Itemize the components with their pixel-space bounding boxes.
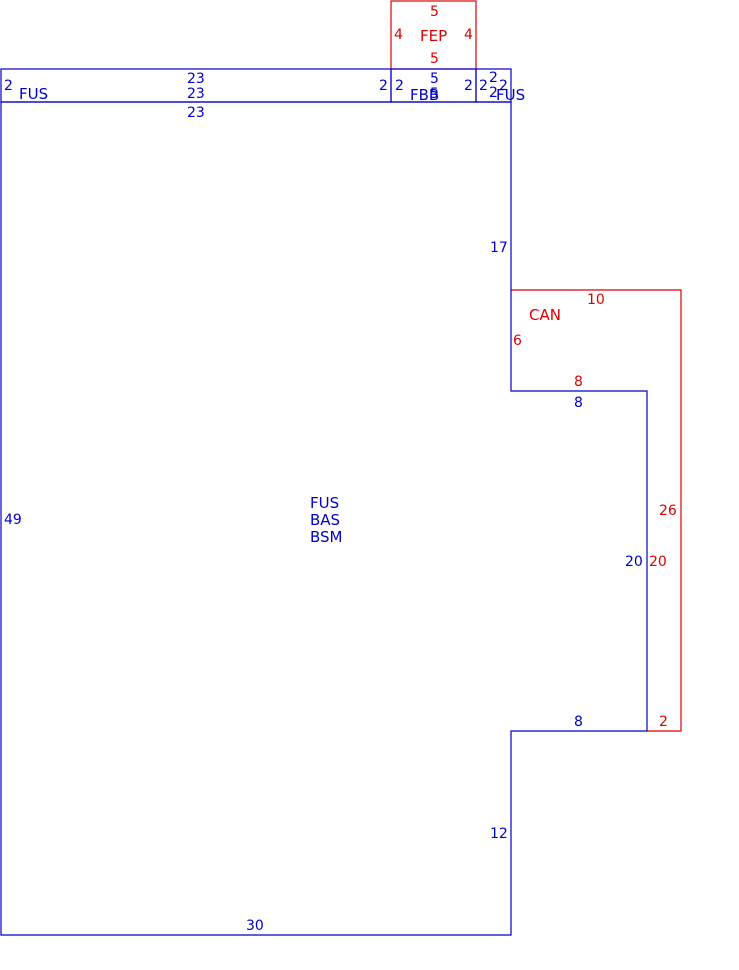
main-dim-left: 49 xyxy=(4,512,22,528)
left-strip-labels: FUS 23 23 2 2 xyxy=(4,71,388,103)
fep-code-label: FEP xyxy=(420,27,447,45)
main-area-outline xyxy=(0,101,648,936)
left-strip-code-label: FUS xyxy=(19,85,48,103)
can-dim-bottom: 2 xyxy=(659,714,668,730)
can-dim-inner-side: 20 xyxy=(649,554,667,570)
can-labels: CAN 10 6 8 20 26 2 xyxy=(513,292,677,730)
center-strip-dim-right: 2 xyxy=(464,78,473,94)
main-area-code-1: FUS xyxy=(310,494,339,512)
right-strip-dim-right: 2 xyxy=(499,78,508,94)
fep-dim-left: 4 xyxy=(394,27,403,43)
can-dim-inner-top: 8 xyxy=(574,374,583,390)
right-strip-code-label: FUS xyxy=(496,86,525,104)
right-strip-dim-left: 2 xyxy=(479,78,488,94)
fep-dim-right: 4 xyxy=(464,27,473,43)
right-strip-labels: FUS 2 2 2 2 xyxy=(479,70,525,104)
center-strip-dim-top: 5 xyxy=(430,71,439,87)
center-strip-dim-left: 2 xyxy=(395,78,404,94)
left-strip-dim-left: 2 xyxy=(4,78,13,94)
fep-dim-bottom: 5 xyxy=(430,51,439,67)
can-dim-top: 10 xyxy=(587,292,605,308)
main-dim-bottom: 30 xyxy=(246,918,264,934)
main-dim-right-lower: 12 xyxy=(490,826,508,842)
main-dim-right-upper: 17 xyxy=(490,240,508,256)
main-area-code-3: BSM xyxy=(310,528,343,546)
main-dim-notch-side: 20 xyxy=(625,554,643,570)
fep-labels: FEP 5 5 4 4 xyxy=(394,4,473,67)
main-dim-notch-bottom: 8 xyxy=(574,714,583,730)
can-dim-right: 26 xyxy=(659,503,677,519)
left-strip-dim-top: 23 xyxy=(187,71,205,87)
fep-dim-top: 5 xyxy=(430,4,439,20)
can-outline xyxy=(511,289,682,732)
right-strip-dim-top: 2 xyxy=(489,70,498,86)
center-strip-code-label: FBB xyxy=(410,86,439,104)
right-strip-dim-bottom: 2 xyxy=(489,85,498,101)
left-strip-dim-bottom: 23 xyxy=(187,86,205,102)
main-dim-notch-top: 8 xyxy=(574,395,583,411)
center-strip-labels: FBB 5 5 2 2 xyxy=(395,71,473,104)
main-dim-top: 23 xyxy=(187,105,205,121)
can-code-label: CAN xyxy=(529,306,561,324)
center-strip-dim-bottom: 5 xyxy=(430,86,439,102)
main-area-labels: FUS BAS BSM 23 30 49 17 8 20 8 12 xyxy=(4,105,643,934)
can-area xyxy=(511,289,682,732)
can-dim-left: 6 xyxy=(513,333,522,349)
main-area xyxy=(0,101,648,936)
main-area-code-2: BAS xyxy=(310,511,340,529)
left-strip-dim-right: 2 xyxy=(379,78,388,94)
